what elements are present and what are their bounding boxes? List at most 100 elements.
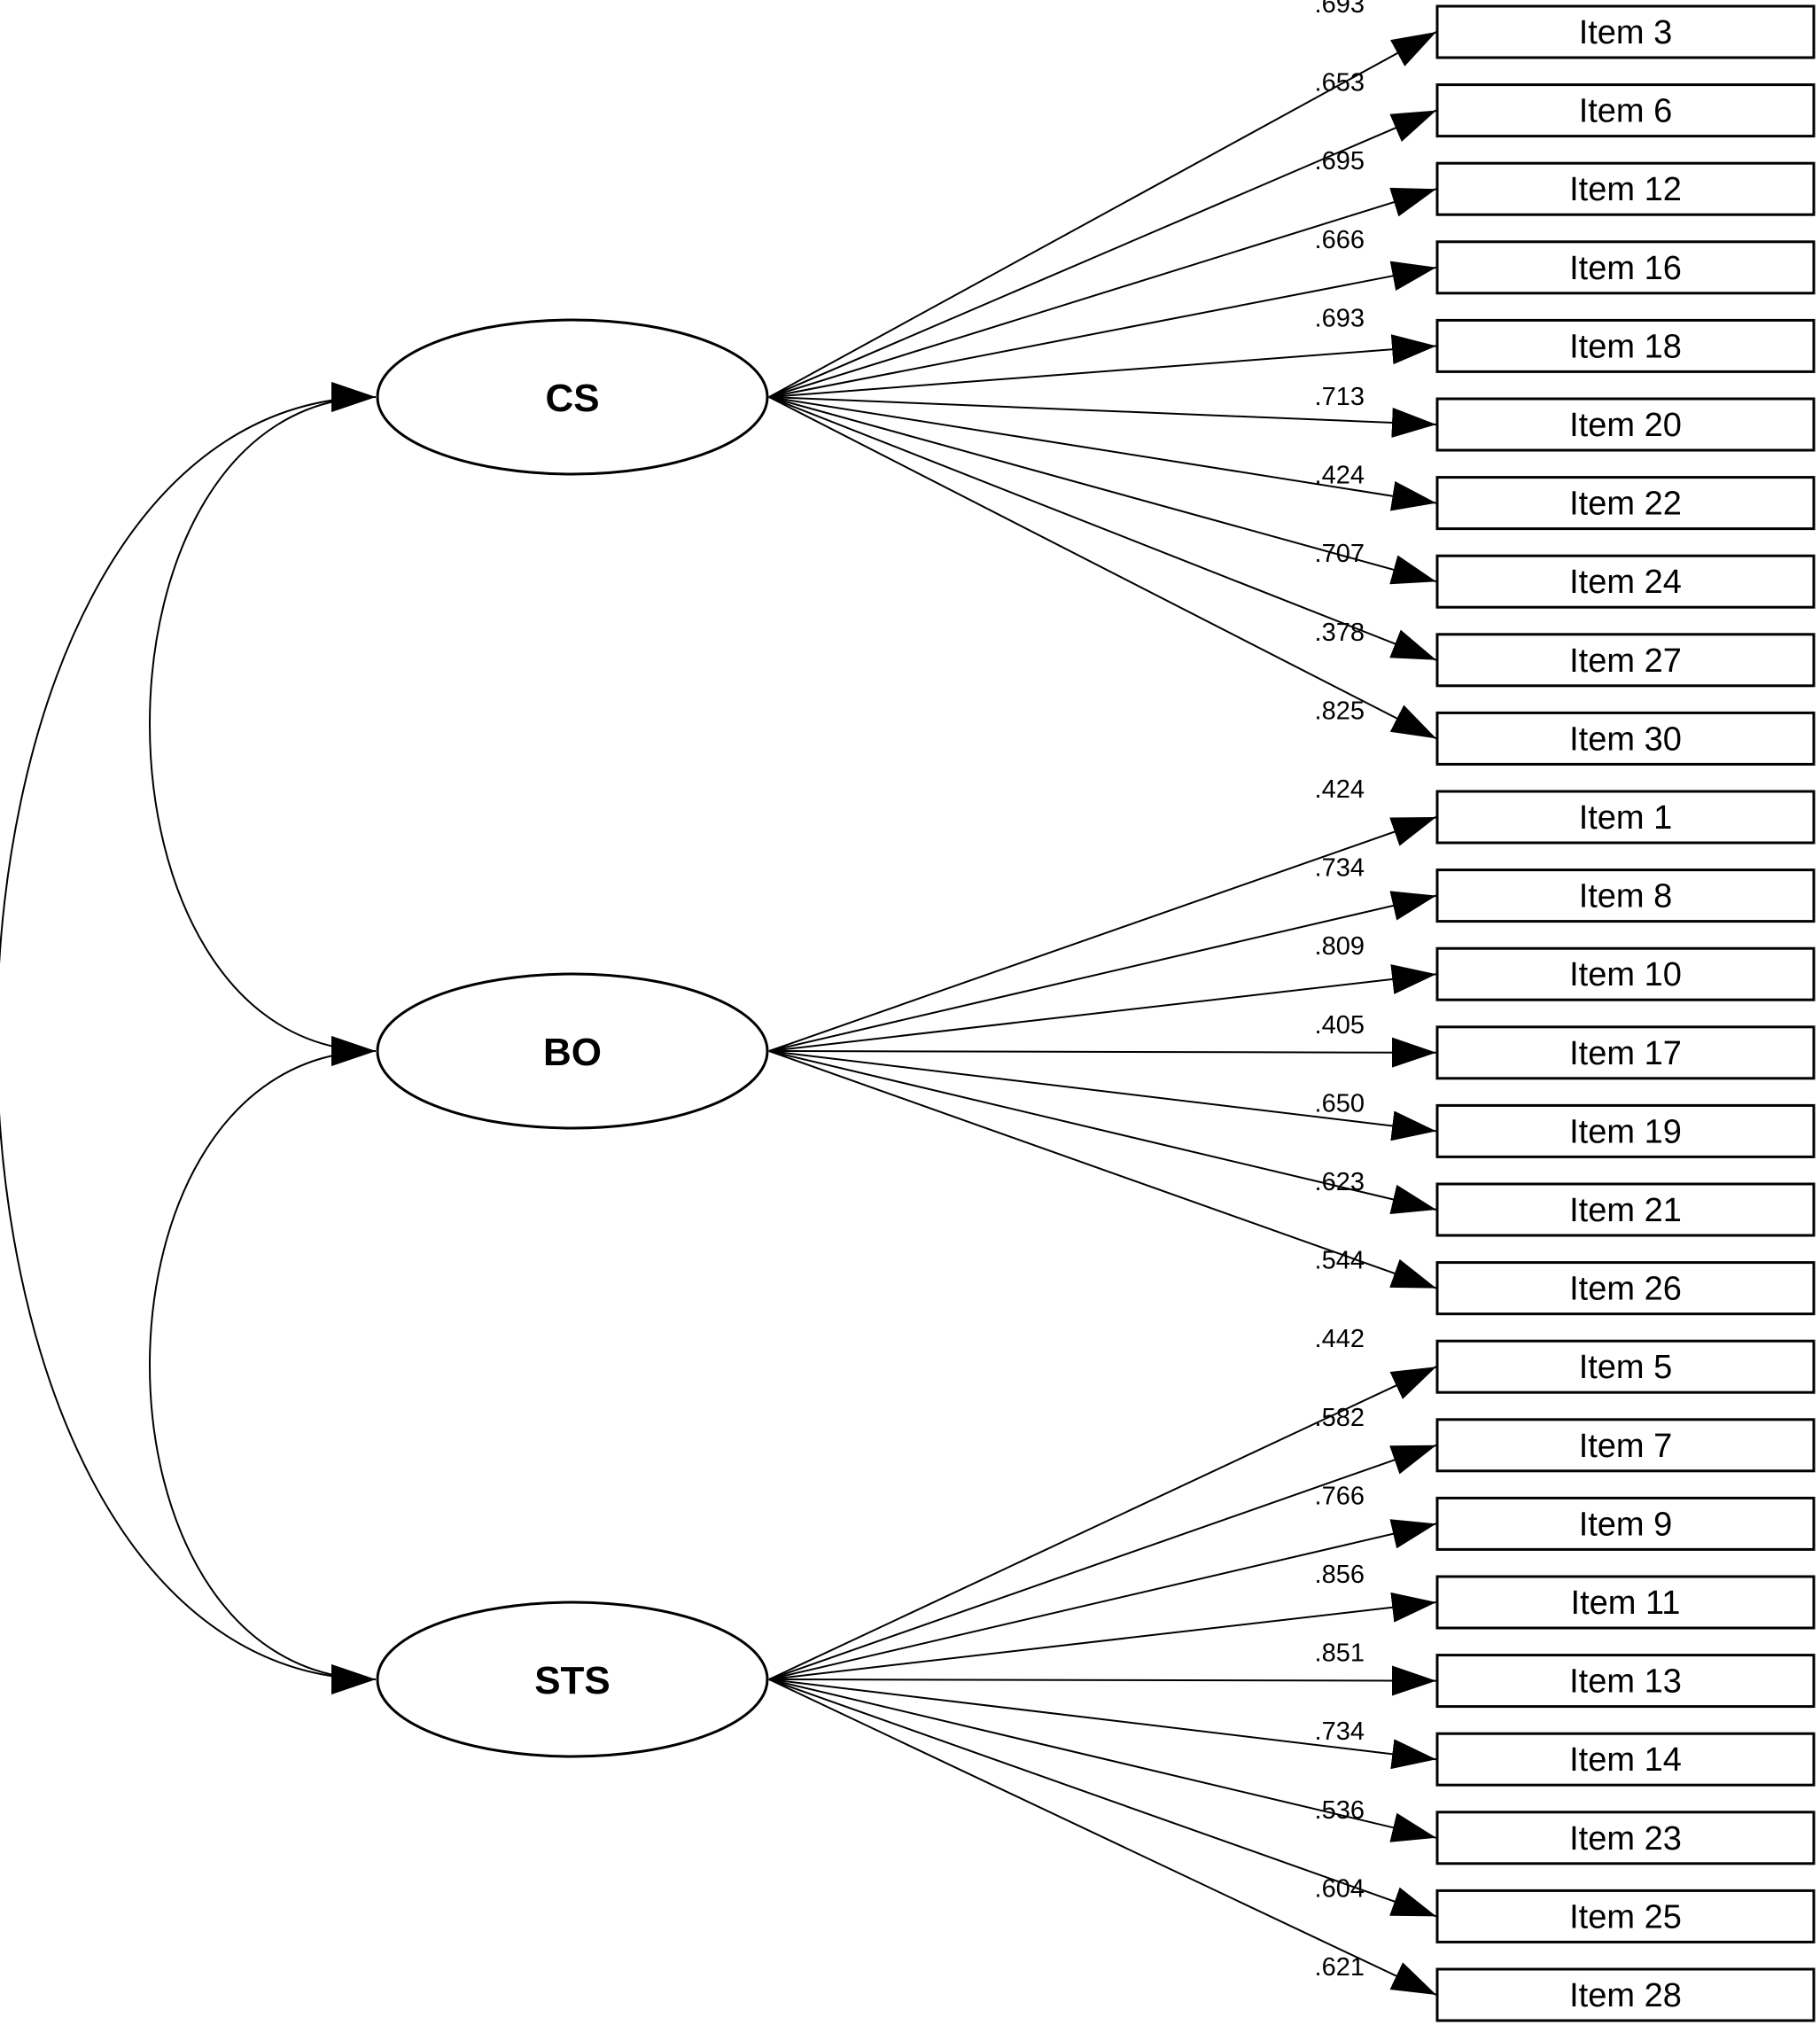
indicator-label-item-6: Item 6 [1579, 93, 1673, 130]
indicator-box-item-7 [1435, 1418, 1816, 1473]
latent-label-cs: CS [545, 377, 599, 420]
indicator-label-item-19: Item 19 [1569, 1113, 1682, 1150]
loading-value-item-3: .693 [1315, 0, 1365, 19]
loading-value-item-22: .424 [1315, 462, 1365, 490]
loading-value-item-24: .707 [1315, 540, 1365, 568]
indicator-label-item-5: Item 5 [1579, 1349, 1673, 1386]
indicator-box-item-3 [1435, 4, 1816, 59]
loading-path-sts-item-28 [768, 1678, 1437, 1996]
loading-path-bo-item-19 [768, 1050, 1437, 1141]
loading-path-bo-item-21 [768, 1050, 1437, 1214]
loading-value-item-19: .650 [1315, 1089, 1365, 1118]
indicator-box-item-16 [1435, 240, 1816, 295]
indicator-label-item-12: Item 12 [1569, 171, 1682, 208]
indicator-box-item-6 [1435, 83, 1816, 138]
covariance-cs-sts [0, 382, 377, 1694]
loading-path-cs-item-24 [768, 396, 1437, 585]
loading-value-item-23: .536 [1315, 1796, 1365, 1825]
indicator-box-item-21 [1435, 1182, 1816, 1237]
loading-value-item-9: .766 [1315, 1482, 1365, 1510]
indicator-label-item-21: Item 21 [1569, 1192, 1682, 1229]
loading-path-sts-item-7 [768, 1444, 1437, 1680]
loading-paths: .693.653.695.666.693.713.424.707.378.825… [768, 0, 1437, 1996]
loading-path-cs-item-30 [768, 396, 1437, 740]
indicator-label-item-16: Item 16 [1569, 250, 1682, 287]
loading-path-bo-item-10 [768, 964, 1437, 1052]
indicator-box-item-19 [1435, 1103, 1816, 1158]
loading-path-sts-item-11 [768, 1592, 1437, 1680]
indicator-box-item-13 [1435, 1654, 1816, 1709]
covariance-arcs [0, 382, 377, 1694]
loading-value-item-30: .825 [1315, 697, 1365, 725]
loading-value-item-7: .582 [1315, 1404, 1365, 1432]
loading-path-cs-item-27 [768, 396, 1437, 661]
indicator-box-item-12 [1435, 161, 1816, 216]
loading-path-cs-item-3 [768, 31, 1437, 398]
indicator-label-item-13: Item 13 [1569, 1663, 1682, 1701]
covariance-cs-bo [149, 382, 377, 1066]
latent-label-bo: BO [543, 1031, 602, 1074]
loading-value-item-17: .405 [1315, 1011, 1365, 1040]
loading-value-item-16: .666 [1315, 226, 1365, 254]
indicator-label-item-24: Item 24 [1569, 564, 1682, 601]
indicator-box-item-24 [1435, 554, 1816, 609]
loading-path-cs-item-20 [768, 396, 1437, 438]
indicator-label-item-7: Item 7 [1579, 1428, 1673, 1465]
latent-ellipse-sts [376, 1601, 769, 1758]
loading-value-item-6: .653 [1315, 69, 1365, 97]
loading-path-sts-item-13 [768, 1665, 1437, 1696]
latent-ellipse-cs [376, 318, 769, 476]
indicator-label-item-20: Item 20 [1569, 407, 1682, 444]
indicator-label-item-3: Item 3 [1579, 14, 1673, 51]
indicator-label-item-18: Item 18 [1569, 328, 1682, 365]
indicator-box-item-8 [1435, 868, 1816, 923]
loading-value-item-11: .856 [1315, 1561, 1365, 1589]
indicator-box-item-1 [1435, 790, 1816, 845]
loading-value-item-14: .734 [1315, 1717, 1365, 1746]
indicator-box-item-11 [1435, 1575, 1816, 1630]
indicator-box-item-23 [1435, 1811, 1816, 1865]
loading-value-item-5: .442 [1315, 1325, 1365, 1353]
indicator-label-item-17: Item 17 [1569, 1035, 1682, 1072]
loading-value-item-20: .713 [1315, 383, 1365, 411]
indicator-box-item-27 [1435, 633, 1816, 688]
loading-path-cs-item-6 [768, 109, 1437, 398]
indicator-label-item-30: Item 30 [1569, 720, 1682, 758]
indicator-box-item-10 [1435, 946, 1816, 1001]
latent-factors: CS BO STS [376, 318, 769, 1758]
loading-value-item-10: .809 [1315, 932, 1365, 961]
latent-label-sts: STS [534, 1659, 611, 1702]
indicator-box-item-28 [1435, 1967, 1816, 2022]
loading-value-item-18: .693 [1315, 304, 1365, 332]
indicator-label-item-26: Item 26 [1569, 1271, 1682, 1308]
indicator-box-item-5 [1435, 1339, 1816, 1394]
indicator-boxes: Item 3 Item 6 Item 12 Item 16 Item 18 Item 20… [1435, 4, 1816, 2022]
loading-path-bo-item-17 [768, 1037, 1437, 1068]
loading-path-cs-item-18 [768, 334, 1437, 398]
indicator-box-item-20 [1435, 397, 1816, 452]
loading-path-sts-item-9 [768, 1519, 1437, 1680]
loading-value-item-8: .734 [1315, 854, 1365, 883]
loading-value-item-21: .623 [1315, 1168, 1365, 1196]
indicator-box-item-22 [1435, 476, 1816, 531]
indicator-box-item-26 [1435, 1261, 1816, 1316]
loading-value-item-27: .378 [1315, 619, 1365, 647]
loading-value-item-28: .621 [1315, 1953, 1365, 1982]
indicator-label-item-1: Item 1 [1579, 799, 1673, 837]
loading-value-item-13: .851 [1315, 1639, 1365, 1668]
indicator-label-item-10: Item 10 [1569, 956, 1682, 993]
indicator-box-item-14 [1435, 1732, 1816, 1787]
loading-path-sts-item-5 [768, 1366, 1437, 1680]
loading-path-cs-item-16 [768, 261, 1437, 398]
indicator-label-item-25: Item 25 [1569, 1898, 1682, 1935]
indicator-box-item-25 [1435, 1889, 1816, 1943]
loading-path-bo-item-26 [768, 1050, 1437, 1289]
loading-path-sts-item-25 [768, 1678, 1437, 1918]
loading-path-bo-item-1 [768, 816, 1437, 1052]
indicator-box-item-18 [1435, 318, 1816, 373]
covariance-bo-sts [149, 1036, 377, 1694]
loading-path-cs-item-22 [768, 396, 1437, 511]
indicator-label-item-14: Item 14 [1569, 1741, 1682, 1779]
indicator-label-item-11: Item 11 [1571, 1585, 1681, 1622]
latent-ellipse-bo [376, 972, 769, 1130]
